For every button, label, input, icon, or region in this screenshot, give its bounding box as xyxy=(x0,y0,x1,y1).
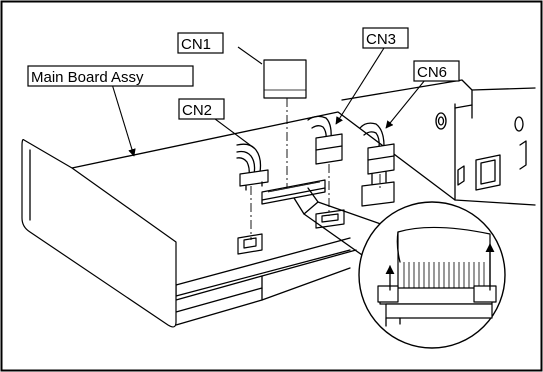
main-board-plate xyxy=(71,111,456,326)
label-cn1: CN1 xyxy=(177,32,224,54)
alignment-lines xyxy=(250,98,381,240)
label-cn1-text: CN1 xyxy=(181,36,211,53)
cn2-connector-group xyxy=(236,143,269,255)
label-cn2: CN2 xyxy=(178,98,225,120)
label-main-board: Main Board Assy xyxy=(27,65,194,87)
label-cn3-text: CN3 xyxy=(366,31,396,48)
magnified-detail-view xyxy=(358,201,506,349)
label-cn6-text: CN6 xyxy=(417,64,447,81)
label-cn6: CN6 xyxy=(413,60,460,82)
front-panel xyxy=(21,139,177,328)
label-main-board-text: Main Board Assy xyxy=(31,69,144,86)
cn6-connector-group xyxy=(359,122,395,207)
cn1-connector-group xyxy=(261,59,326,205)
label-cn3: CN3 xyxy=(362,27,409,49)
cn3-connector-group xyxy=(307,115,345,229)
label-cn2-text: CN2 xyxy=(182,102,212,119)
